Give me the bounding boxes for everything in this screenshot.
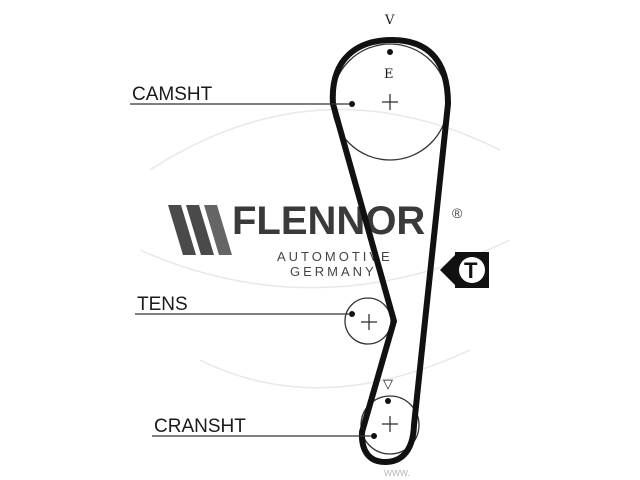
crankshaft-timing-mark: ▽ bbox=[383, 377, 393, 392]
brand-line-germany: GERMANY bbox=[290, 264, 377, 279]
brand-line-automotive: AUTOMOTIVE bbox=[277, 249, 393, 264]
tension-indicator: T bbox=[440, 252, 489, 288]
watermark-text: www. bbox=[383, 467, 410, 479]
top-timing-mark: V bbox=[384, 13, 395, 28]
tensioner-center-cross bbox=[361, 314, 377, 330]
registered-mark: ® bbox=[452, 205, 463, 221]
tensioner-label: TENS bbox=[137, 294, 188, 315]
flennor-logo-mark bbox=[168, 205, 232, 255]
timing-dots bbox=[349, 49, 393, 439]
tension-indicator-letter: T bbox=[464, 258, 478, 283]
flennor-logo: FLENNOR ® AUTOMOTIVE GERMANY bbox=[168, 199, 463, 279]
crankshaft-label: CRANSHT bbox=[154, 416, 246, 437]
crankshaft-center-cross bbox=[382, 416, 398, 432]
camshaft-label: CAMSHT bbox=[132, 84, 213, 105]
brand-name: FLENNOR bbox=[232, 199, 425, 243]
tensioner-pulley bbox=[344, 297, 392, 345]
timing-belt bbox=[329, 37, 451, 465]
camshaft-center-cross bbox=[382, 94, 398, 110]
camshaft-e-mark: E bbox=[384, 67, 394, 82]
